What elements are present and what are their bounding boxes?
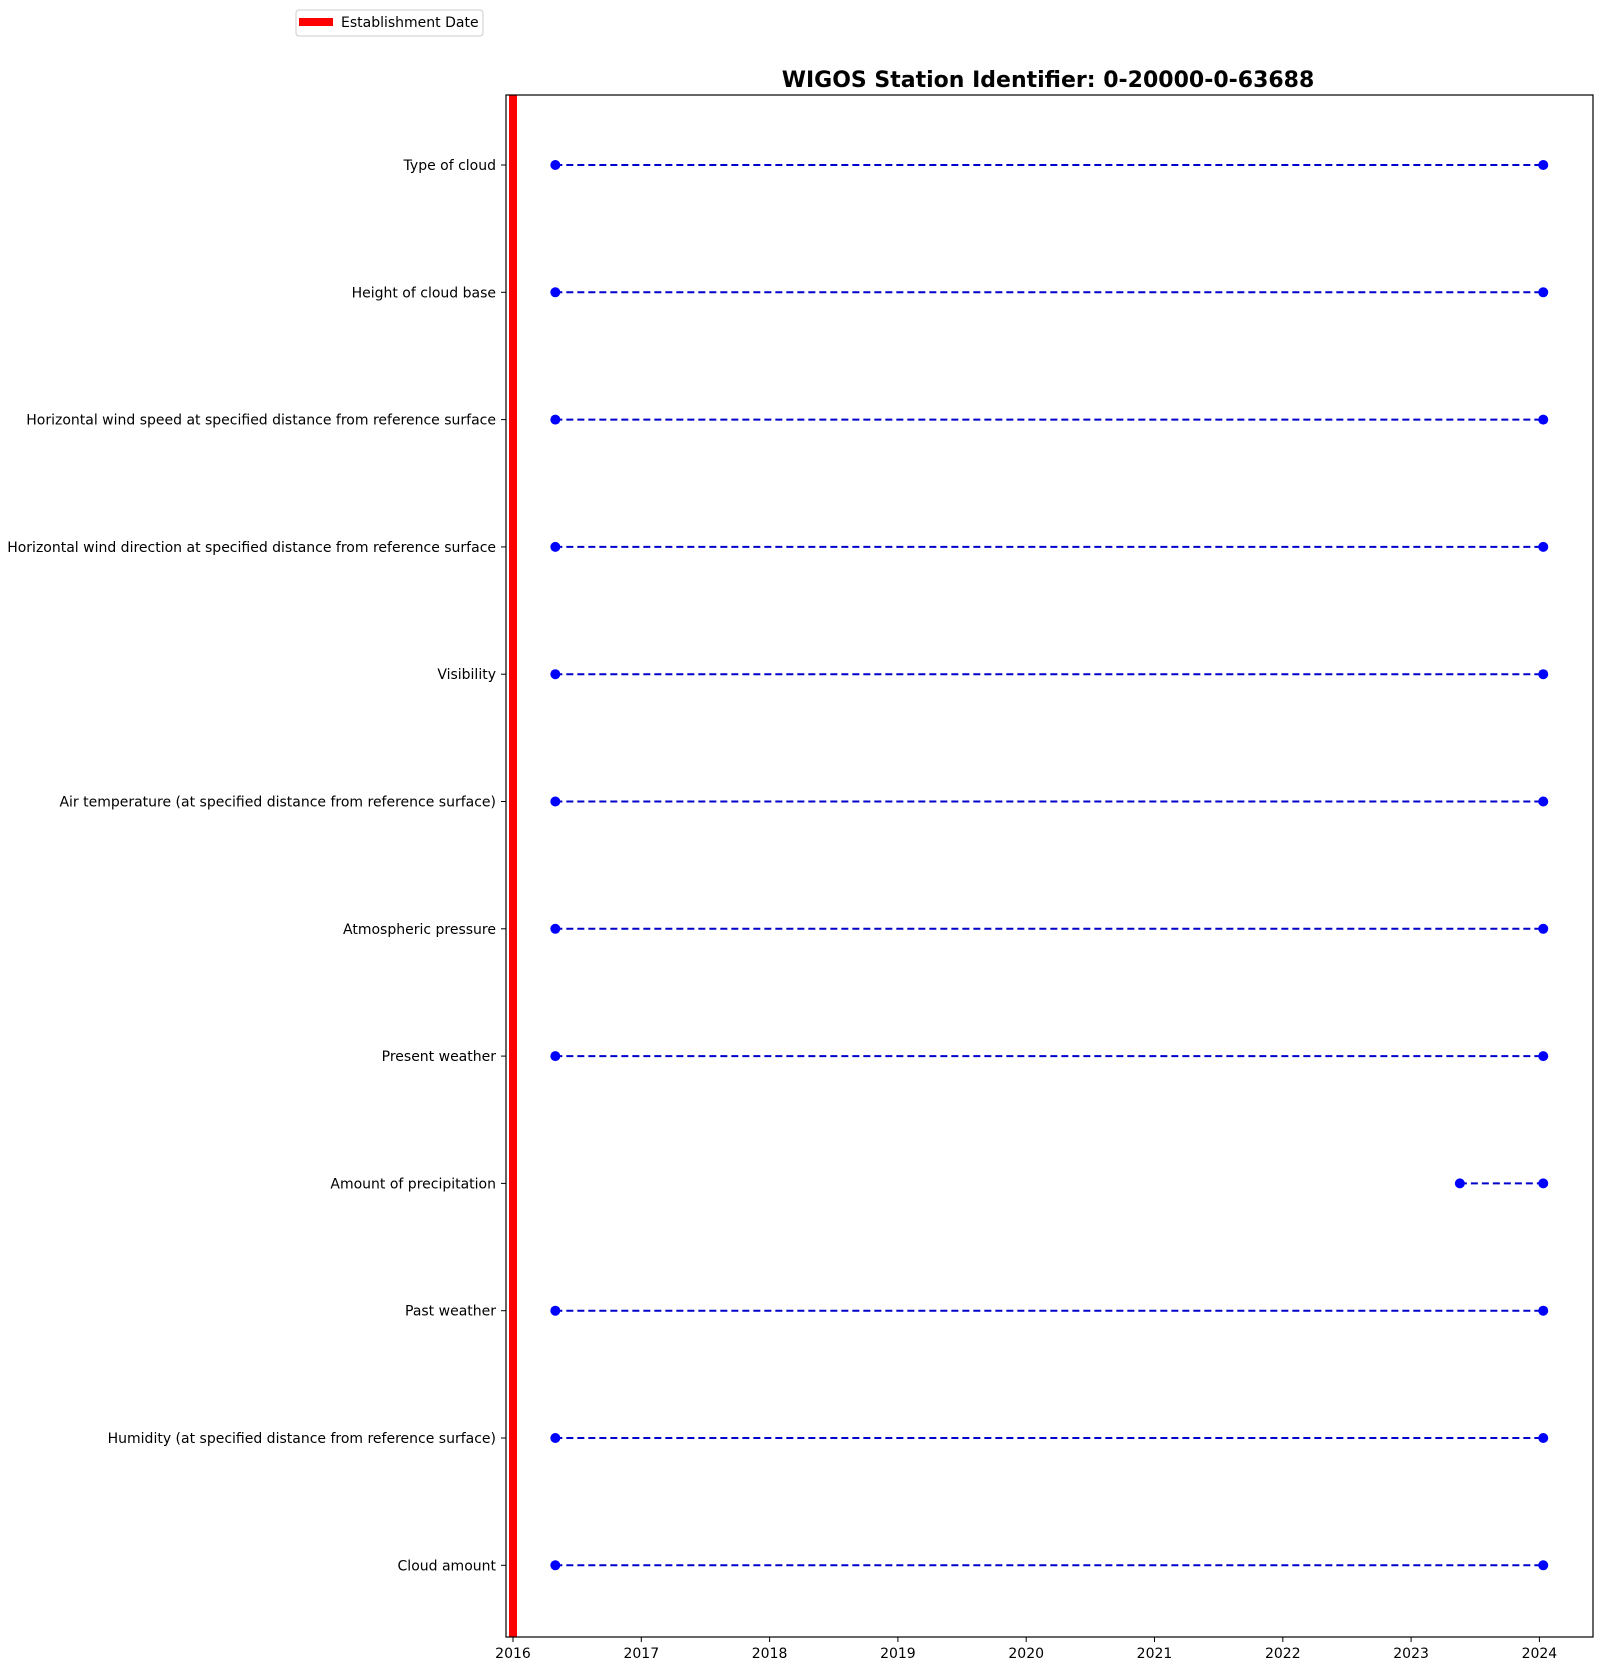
y-tick-label: Height of cloud base (352, 285, 496, 301)
series-end-point-type-of-cloud (1538, 160, 1549, 170)
series-end-point-cloud-amount (1538, 1560, 1549, 1571)
chart-title: WIGOS Station Identifier: 0-20000-0-6368… (782, 68, 1315, 93)
y-tick-label: Present weather (382, 1049, 497, 1065)
y-tick-label: Amount of precipitation (330, 1176, 496, 1192)
series-start-point-type-of-cloud (550, 160, 561, 170)
axes-frame (505, 94, 1594, 1638)
series-end-point-past-weather (1538, 1305, 1549, 1316)
series-end-point-amount-of-precipitation (1538, 1178, 1549, 1189)
legend: Establishment Date (295, 9, 484, 37)
series-end-point-horizontal-wind-speed-at-specified-distance-from-reference-surface (1538, 414, 1549, 425)
y-tick-label: Horizontal wind speed at specified dista… (26, 413, 496, 429)
y-tick-label: Cloud amount (398, 1558, 497, 1574)
series-end-point-present-weather (1538, 1051, 1549, 1062)
y-tick-label: Visibility (437, 667, 496, 683)
legend-box (295, 9, 484, 37)
series-end-point-air-temperature-at-specified-distance-from-reference-surface (1538, 796, 1549, 807)
x-tick-label: 2024 (1522, 1646, 1558, 1662)
series-start-point-amount-of-precipitation (1454, 1178, 1465, 1189)
x-tick-label: 2023 (1393, 1646, 1429, 1662)
series-end-point-humidity-at-specified-distance-from-reference-surface (1538, 1433, 1549, 1443)
series-end-point-visibility (1538, 669, 1549, 680)
x-tick-label: 2016 (495, 1646, 531, 1662)
y-tick-label: Atmospheric pressure (343, 922, 496, 938)
series-start-point-humidity-at-specified-distance-from-reference-surface (550, 1433, 561, 1443)
x-tick-label: 2020 (1008, 1646, 1044, 1662)
series-start-point-height-of-cloud-base (550, 287, 561, 298)
series-start-point-present-weather (550, 1051, 561, 1062)
series-start-point-horizontal-wind-direction-at-specified-distance-from-reference-surface (550, 541, 561, 552)
series-start-point-visibility (550, 669, 561, 680)
x-tick-label: 2018 (752, 1646, 788, 1662)
series-start-point-past-weather (550, 1305, 561, 1316)
series-start-point-air-temperature-at-specified-distance-from-reference-surface (550, 796, 561, 807)
x-tick-label: 2021 (1137, 1646, 1173, 1662)
series-end-point-horizontal-wind-direction-at-specified-distance-from-reference-surface (1538, 541, 1549, 552)
establishment-date-bar (509, 95, 517, 1637)
series-start-point-atmospheric-pressure (550, 923, 561, 934)
y-tick-label: Type of cloud (403, 158, 496, 174)
y-tick-label: Past weather (405, 1304, 496, 1320)
y-tick-label: Humidity (at specified distance from ref… (108, 1431, 496, 1447)
series-end-point-height-of-cloud-base (1538, 287, 1549, 298)
y-tick-label: Horizontal wind direction at specified d… (7, 540, 496, 556)
x-tick-label: 2022 (1265, 1646, 1301, 1662)
x-tick-label: 2017 (623, 1646, 659, 1662)
legend-label-establishment-date: Establishment Date (341, 15, 479, 31)
series-start-point-cloud-amount (550, 1560, 561, 1571)
series-start-point-horizontal-wind-speed-at-specified-distance-from-reference-surface (550, 414, 561, 425)
x-tick-label: 2019 (880, 1646, 916, 1662)
y-tick-label: Air temperature (at specified distance f… (59, 795, 496, 811)
series-end-point-atmospheric-pressure (1538, 923, 1549, 934)
